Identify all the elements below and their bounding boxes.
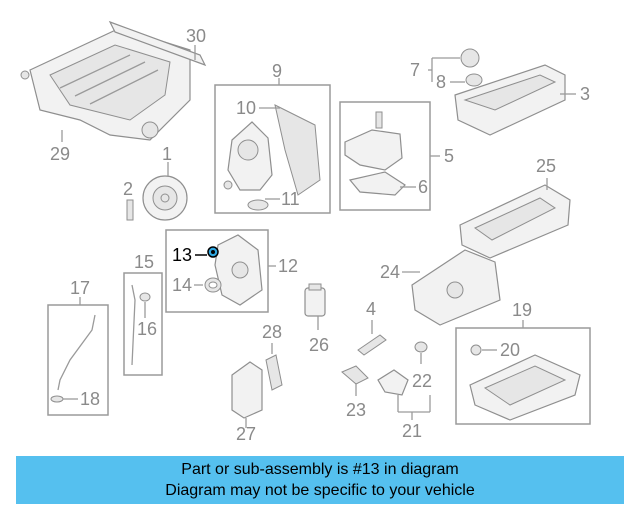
gasket-part-23 xyxy=(341,365,369,385)
callout-14: 14 xyxy=(172,275,192,295)
callout-4: 4 xyxy=(366,299,376,319)
callout-18: 18 xyxy=(80,389,100,409)
callout-27: 27 xyxy=(236,424,256,444)
gasket-part-4 xyxy=(357,334,387,356)
callout-25: 25 xyxy=(536,156,556,176)
dipstick-tube xyxy=(50,314,96,403)
seal-part-14 xyxy=(204,277,222,293)
callout-5: 5 xyxy=(444,146,454,166)
banner-line-2: Diagram may not be specific to your vehi… xyxy=(165,482,475,499)
oil-pump-assembly xyxy=(344,111,406,196)
oil-pan-upper xyxy=(459,184,571,259)
callout-3: 3 xyxy=(580,84,590,104)
banner-line-1: Part or sub-assembly is #13 in diagram xyxy=(181,461,459,478)
callout-12: 12 xyxy=(278,256,298,276)
lower-engine-cover xyxy=(411,249,501,326)
group-box-17 xyxy=(47,304,109,416)
callout-1: 1 xyxy=(162,144,172,164)
callout-19: 19 xyxy=(512,300,532,320)
callout-11: 11 xyxy=(281,189,300,209)
group-box-15 xyxy=(123,272,163,376)
callout-13-highlighted: 13 xyxy=(172,245,192,265)
callout-29: 29 xyxy=(50,144,70,164)
callout-15: 15 xyxy=(134,252,154,272)
callout-23: 23 xyxy=(346,400,366,420)
callout-10: 10 xyxy=(236,98,256,118)
oil-cooler-part-27 xyxy=(231,361,263,419)
oil-pan-lower xyxy=(469,344,581,421)
callout-26: 26 xyxy=(309,335,329,355)
seal-part-22 xyxy=(414,341,428,353)
timing-cover-lower xyxy=(214,234,263,306)
callout-6: 6 xyxy=(418,177,428,197)
callout-16: 16 xyxy=(137,319,157,339)
dipstick xyxy=(131,284,151,366)
parts-diagram: 30 29 9 10 11 5 6 3 7 8 xyxy=(20,20,591,444)
callout-17: 17 xyxy=(70,278,90,298)
oil-filter xyxy=(304,283,326,317)
callout-7: 7 xyxy=(410,60,420,80)
intake-manifold xyxy=(20,20,207,141)
crankshaft-pulley xyxy=(126,175,188,221)
callout-21: 21 xyxy=(402,421,422,441)
info-banner: Part or sub-assembly is #13 in diagram D… xyxy=(16,456,624,504)
valve-cover xyxy=(454,48,566,136)
callout-20: 20 xyxy=(500,340,520,360)
callout-30: 30 xyxy=(186,26,206,46)
oil-pump-pickup-part-21 xyxy=(377,369,409,396)
group-box-9 xyxy=(214,84,331,214)
callout-9: 9 xyxy=(272,61,282,81)
callout-22: 22 xyxy=(412,371,432,391)
callout-2: 2 xyxy=(123,179,133,199)
bracket-part-28 xyxy=(265,354,283,391)
group-box-12 xyxy=(165,229,269,313)
callout-28: 28 xyxy=(262,322,282,342)
callout-8: 8 xyxy=(436,72,446,92)
callout-24: 24 xyxy=(380,262,400,282)
timing-cover-upper xyxy=(223,104,321,211)
seal-part-13 xyxy=(207,246,219,258)
